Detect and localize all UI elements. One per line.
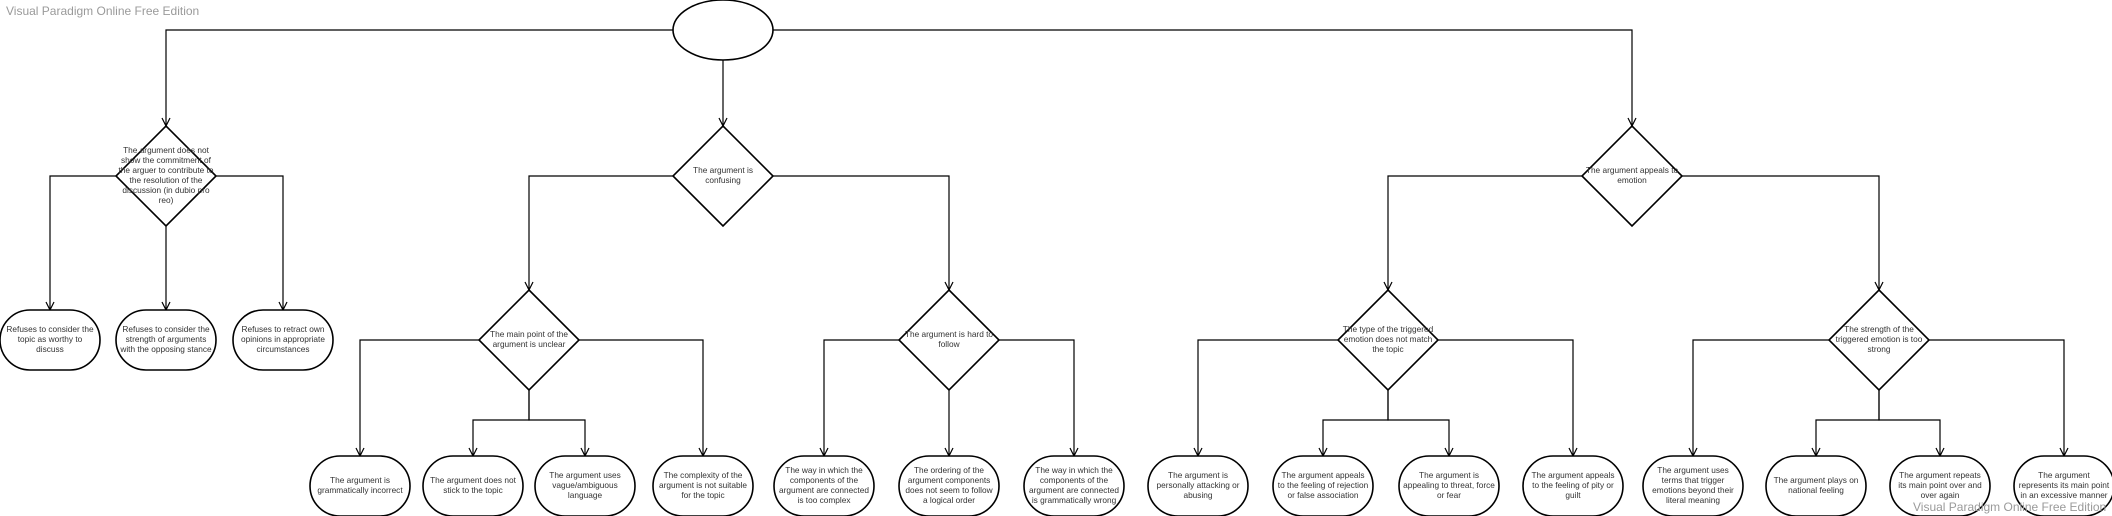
decision-node — [897, 288, 1001, 392]
decision-label: The strength of the triggered emotion is… — [1835, 324, 1923, 354]
decision-node — [671, 124, 775, 228]
connector-d2-d5 — [773, 175, 949, 290]
connector-d6-o11 — [1198, 339, 1338, 456]
outcome-node — [1765, 455, 1867, 516]
connector-d4-o4 — [360, 339, 479, 456]
outcome-node — [2013, 455, 2112, 516]
connector-d7-o15 — [1693, 339, 1829, 456]
outcome-node — [1023, 455, 1125, 516]
outcome-label: Refuses to consider the strength of argu… — [120, 324, 212, 354]
decision-node — [1827, 288, 1931, 392]
outcome-label: The argument uses vague/ambiguous langua… — [549, 470, 621, 500]
decision-label: The argument is confusing — [693, 165, 753, 185]
connector-d4-o7 — [579, 339, 703, 456]
outcome-node — [1272, 455, 1374, 516]
decision-label: The argument does not show the commitmen… — [118, 145, 214, 205]
connector-root-d3 — [773, 29, 1632, 126]
watermark-top: Visual Paradigm Online Free Edition — [6, 4, 200, 18]
connector-d7-o16 — [1816, 390, 1880, 456]
outcome-label: The ordering of the argument components … — [905, 465, 993, 505]
outcome-node — [422, 455, 524, 516]
outcome-node — [309, 455, 411, 516]
connector-d6-o13 — [1387, 390, 1449, 456]
connector-d1-o1 — [50, 175, 116, 310]
root-node — [672, 0, 774, 61]
outcome-node — [115, 309, 217, 371]
decision-label: The main point of the argument is unclea… — [490, 329, 568, 349]
outcome-label: The argument appeals to the feeling of r… — [1277, 470, 1369, 500]
outcome-label: The argument is grammatically incorrect — [317, 475, 403, 495]
connector-d7-o17 — [1878, 390, 1940, 456]
outcome-label: The argument repeats its main point over… — [1898, 470, 1982, 500]
outcome-node — [652, 455, 754, 516]
decision-label: The argument is hard to follow — [904, 329, 994, 349]
outcome-label: The argument uses terms that trigger emo… — [1652, 465, 1734, 505]
outcome-label: Refuses to consider the topic as worthy … — [6, 324, 94, 354]
outcome-label: The complexity of the argument is not su… — [658, 470, 748, 500]
outcome-label: The way in which the components of the a… — [1029, 465, 1119, 505]
decision-node — [114, 124, 218, 228]
outcome-node — [0, 309, 101, 371]
connector-root-d1 — [166, 29, 673, 126]
outcome-node — [534, 455, 636, 516]
decision-node — [477, 288, 581, 392]
outcome-node — [1522, 455, 1624, 516]
outcome-label: Refuses to retract own opinions in appro… — [241, 324, 325, 354]
outcome-node — [773, 455, 875, 516]
connector-d7-o18 — [1929, 339, 2064, 456]
outcome-label: The argument plays on national feeling — [1773, 475, 1859, 495]
outcome-label: The argument appeals to the feeling of p… — [1531, 470, 1615, 500]
outcome-label: The argument does not stick to the topic — [430, 475, 516, 495]
decision-label: The argument appeals to emotion — [1585, 165, 1679, 185]
connector-d3-d7 — [1682, 175, 1879, 290]
connector-d5-o10 — [999, 339, 1074, 456]
connector-d6-o14 — [1438, 339, 1573, 456]
connector-d2-d4 — [529, 175, 673, 290]
outcome-label: The argument represents its main point i… — [2018, 470, 2110, 500]
outcome-node — [1398, 455, 1500, 516]
decision-node — [1336, 288, 1440, 392]
connector-d6-o12 — [1323, 390, 1389, 456]
decision-node — [1580, 124, 1684, 228]
watermark-bottom: Visual Paradigm Online Free Edition — [1913, 500, 2107, 514]
connector-d3-d6 — [1388, 175, 1582, 290]
connector-d4-o5 — [473, 390, 530, 456]
outcome-node — [1147, 455, 1249, 516]
outcome-label: The way in which the components of the a… — [779, 465, 869, 505]
outcome-node — [1642, 455, 1744, 516]
connector-d1-o3 — [216, 175, 283, 310]
connector-d4-o6 — [528, 390, 585, 456]
connector-layer — [50, 29, 2064, 456]
decision-label: The type of the triggered emotion does n… — [1342, 324, 1434, 354]
outcome-label: The argument is appealing to threat, for… — [1403, 470, 1495, 500]
outcome-node — [898, 455, 1000, 516]
outcome-node — [1889, 455, 1991, 516]
connector-d5-o8 — [824, 339, 899, 456]
outcome-node — [232, 309, 334, 371]
outcome-label: The argument is personally attacking or … — [1156, 470, 1240, 500]
